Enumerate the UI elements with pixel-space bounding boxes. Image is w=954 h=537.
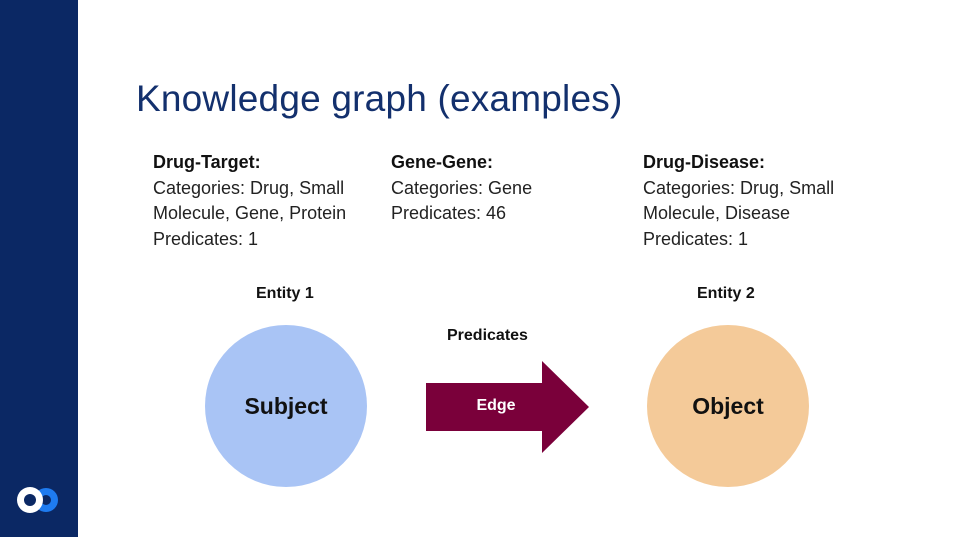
edge-label: Edge bbox=[476, 397, 516, 414]
category-line: Predicates: 1 bbox=[643, 228, 749, 249]
category-gene-gene: Gene-Gene: Categories: Gene Predicates: … bbox=[391, 150, 532, 227]
category-line: Molecule, Gene, Protein bbox=[153, 203, 347, 223]
object-node: Object bbox=[647, 325, 809, 487]
category-line: Categories: Gene bbox=[391, 177, 533, 198]
infinity-link-logo-icon bbox=[17, 487, 58, 513]
category-line: Categories: Drug, Small bbox=[643, 177, 835, 198]
category-heading: Gene-Gene: bbox=[391, 152, 494, 172]
subject-label: Subject bbox=[244, 392, 328, 419]
page-title: Knowledge graph (examples) bbox=[136, 78, 623, 119]
entity2-label: Entity 2 bbox=[697, 285, 755, 302]
category-line: Molecule, Disease bbox=[643, 203, 791, 223]
category-drug-target: Drug-Target: Categories: Drug, Small Mol… bbox=[153, 150, 346, 252]
predicates-label: Predicates bbox=[447, 327, 528, 344]
category-drug-disease: Drug-Disease: Categories: Drug, Small Mo… bbox=[643, 150, 834, 252]
object-label: Object bbox=[692, 392, 764, 419]
category-line: Predicates: 46 bbox=[391, 203, 507, 223]
entity1-label: Entity 1 bbox=[256, 285, 314, 302]
category-line: Categories: Drug, Small bbox=[153, 177, 345, 198]
subject-node: Subject bbox=[205, 325, 367, 487]
edge-arrow bbox=[426, 361, 589, 453]
category-heading: Drug-Target: bbox=[153, 152, 261, 172]
category-heading: Drug-Disease: bbox=[643, 152, 766, 172]
category-line: Predicates: 1 bbox=[153, 228, 259, 249]
sidebar-band bbox=[0, 0, 78, 537]
